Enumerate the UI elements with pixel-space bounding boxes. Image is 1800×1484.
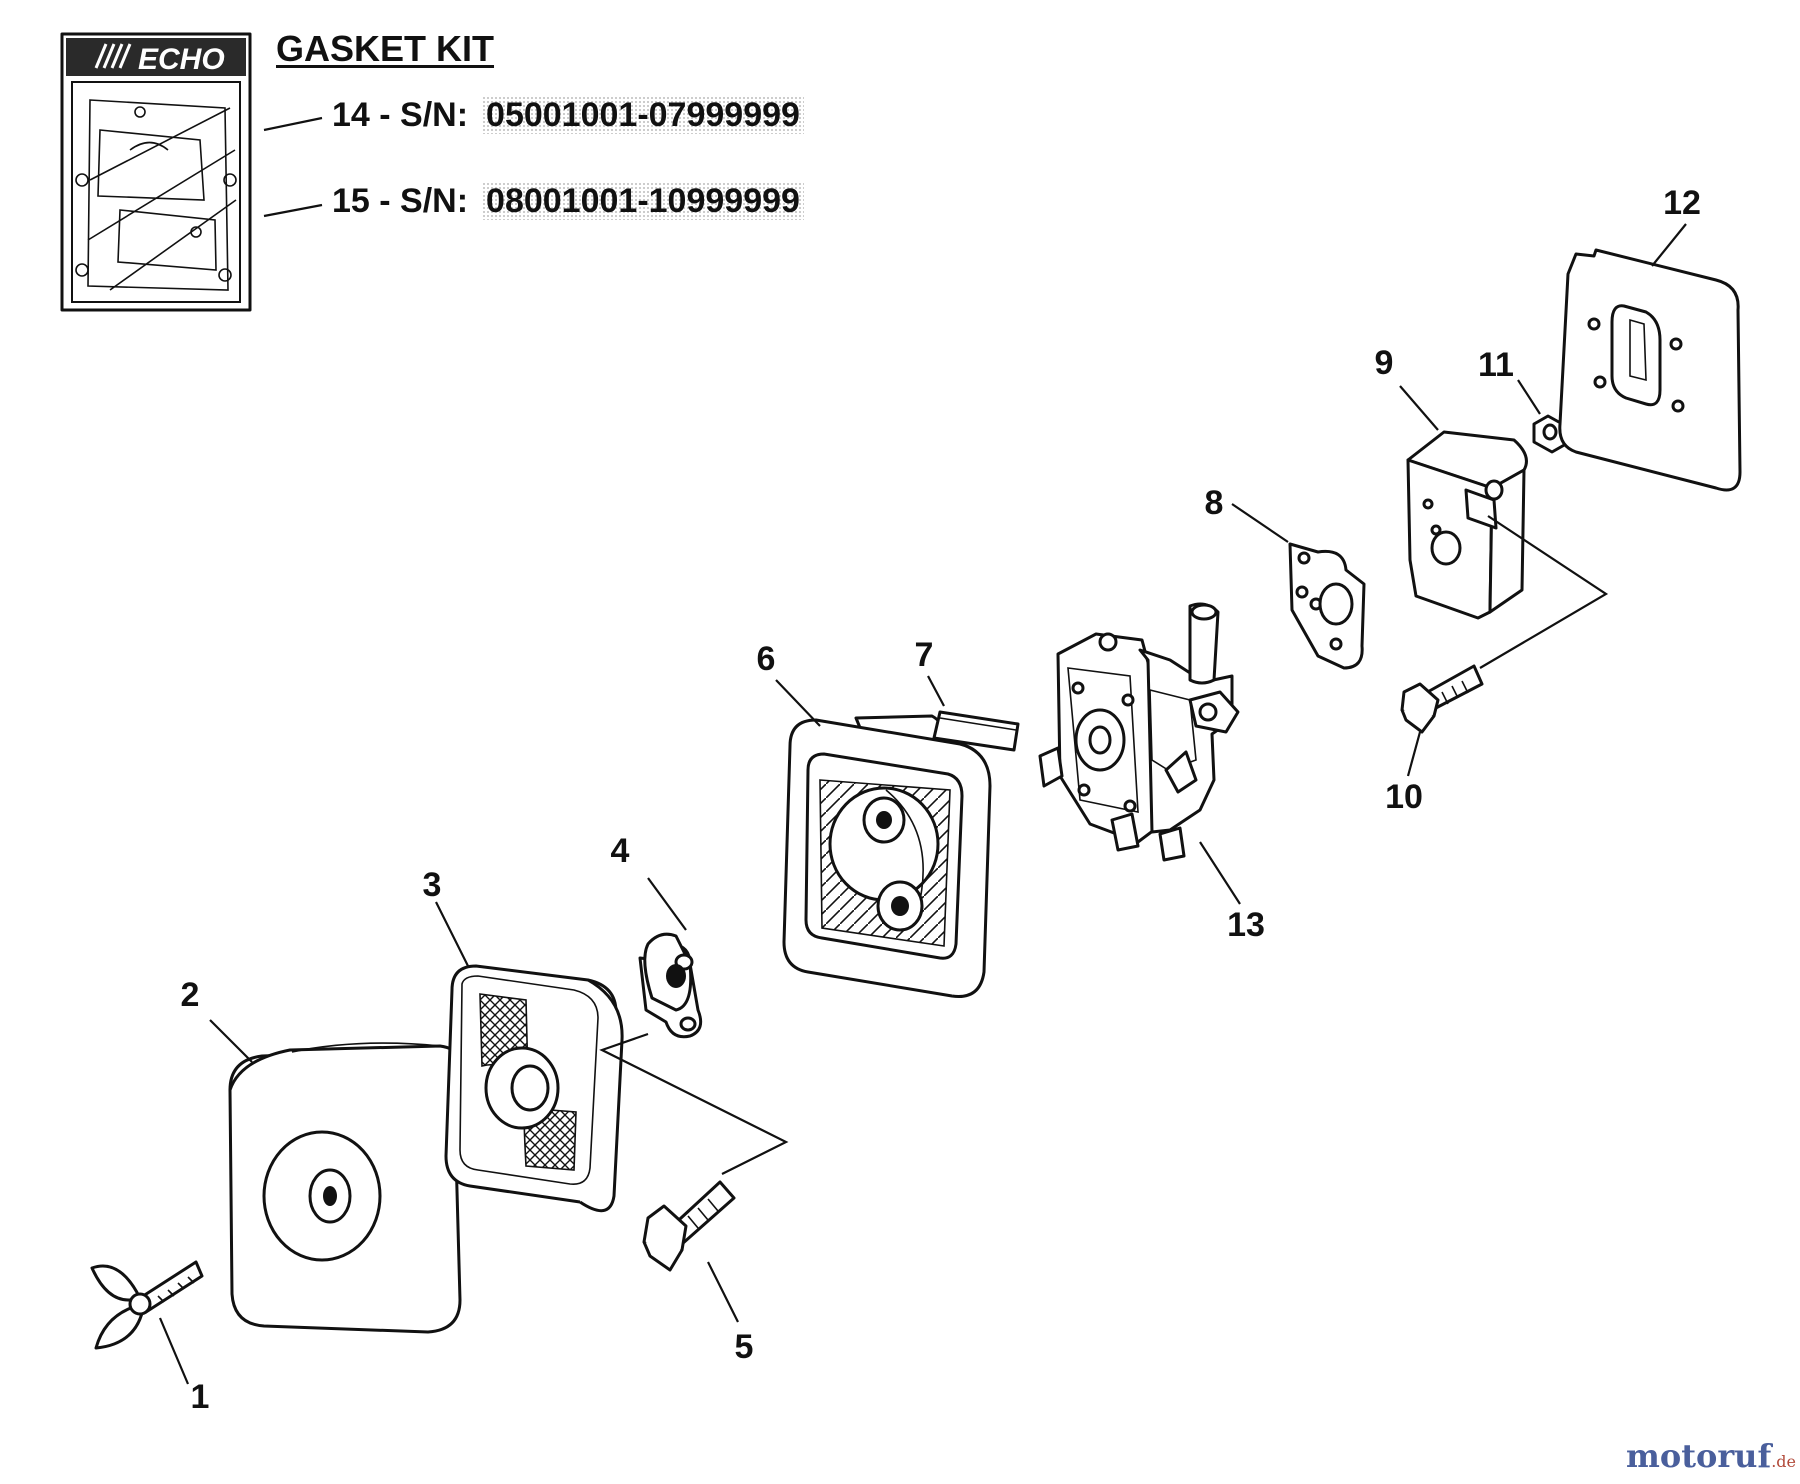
watermark: motoruf.de — [1626, 1437, 1796, 1475]
part-10-bolt — [1400, 664, 1484, 734]
part-11-nut — [1532, 414, 1568, 454]
part-6-air-cleaner-case — [782, 714, 992, 998]
gasket-kit-serial-range: 08001001-10999999 — [482, 182, 804, 220]
watermark-main: motoruf — [1625, 1437, 1772, 1475]
part-4-bracket — [638, 932, 703, 1039]
callout-9: 9 — [1374, 344, 1394, 382]
part-3-air-filter-element — [444, 964, 624, 1213]
part-7-gasket-strip — [932, 710, 1020, 752]
echo-logo: ECHO — [138, 43, 225, 76]
gasket-kit-serial-range: 05001001-07999999 — [482, 96, 804, 134]
callout-13: 13 — [1227, 906, 1265, 944]
callout-1: 1 — [190, 1378, 210, 1416]
part-9-insulator — [1406, 430, 1528, 620]
callout-5: 5 — [734, 1328, 754, 1366]
callout-4: 4 — [610, 832, 630, 870]
callout-8: 8 — [1204, 484, 1224, 522]
part-5-bolt — [642, 1180, 736, 1272]
part-2-air-cleaner-cover — [228, 1042, 462, 1334]
gasket-kit-row-14: 14 - S/N: 05001001-07999999 — [332, 96, 804, 135]
callout-6: 6 — [756, 640, 776, 678]
part-8-carburetor-gasket — [1288, 542, 1366, 670]
watermark-tld: .de — [1771, 1452, 1796, 1471]
gasket-kit-package: ECHO — [60, 32, 252, 312]
callout-7: 7 — [914, 636, 934, 674]
callout-12: 12 — [1663, 184, 1701, 222]
callout-2: 2 — [180, 976, 200, 1014]
gasket-kit-row-15: 15 - S/N: 08001001-10999999 — [332, 182, 804, 221]
part-1-wing-bolt — [90, 1260, 204, 1350]
callout-3: 3 — [422, 866, 442, 904]
callout-10: 10 — [1385, 778, 1423, 816]
part-12-cylinder-gasket — [1558, 248, 1742, 492]
gasket-kit-item-label: 15 - S/N: — [332, 182, 469, 220]
callout-11: 11 — [1478, 346, 1514, 384]
gasket-kit-item-label: 14 - S/N: — [332, 96, 469, 134]
part-13-carburetor — [1038, 602, 1240, 862]
gasket-kit-title: GASKET KIT — [276, 28, 495, 69]
